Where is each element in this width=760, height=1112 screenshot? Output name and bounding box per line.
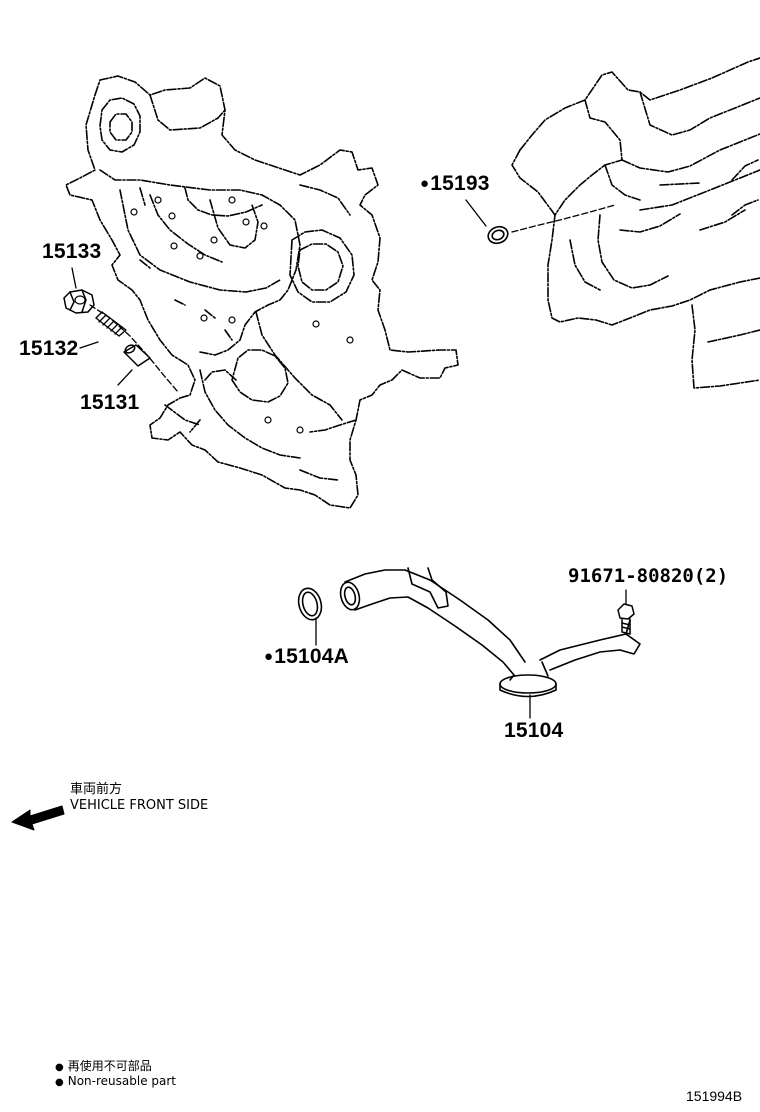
legend-text-jp: 再使用不可部品 bbox=[67, 1059, 152, 1073]
legend-line-jp: ●再使用不可部品 bbox=[55, 1057, 152, 1074]
relief-valve-spring-15132-drawing bbox=[95, 311, 127, 337]
vehicle-front-arrow-icon bbox=[11, 805, 65, 831]
part-number-15133: 15133 bbox=[42, 240, 102, 263]
cylinder-block-drawing bbox=[511, 57, 760, 389]
legend-bullet-icon: ● bbox=[55, 1062, 64, 1073]
oil-strainer-15104-drawing bbox=[339, 567, 641, 698]
part-number-91671-80820: 91671-80820(2) bbox=[568, 565, 729, 587]
figure-number: 151994B bbox=[686, 1088, 743, 1104]
legend-bullet-icon: ● bbox=[55, 1077, 64, 1088]
o-ring-15104A-drawing bbox=[297, 587, 323, 621]
relief-valve-15131-drawing bbox=[123, 344, 151, 367]
part-number-15104A: 15104A bbox=[264, 645, 349, 669]
legend-text-en: Non-reusable part bbox=[67, 1074, 177, 1088]
timing-cover-drawing bbox=[65, 75, 459, 509]
leader-lines bbox=[71, 199, 627, 719]
part-number-15193: 15193 bbox=[420, 172, 490, 196]
timing-cover-holes bbox=[130, 196, 354, 434]
part-number-15104: 15104 bbox=[504, 719, 564, 742]
vehicle-front-label-en: VEHICLE FRONT SIDE bbox=[70, 798, 209, 813]
vehicle-front-label-jp: 車両前方 bbox=[70, 782, 123, 797]
part-number-15131: 15131 bbox=[80, 391, 140, 414]
relief-valve-plug-15133-drawing bbox=[63, 289, 95, 314]
bolt-91671-drawing bbox=[617, 603, 635, 635]
oil-seal-15193-drawing bbox=[487, 225, 509, 245]
part-number-15132: 15132 bbox=[19, 337, 79, 360]
legend-line-en: ●Non-reusable part bbox=[55, 1074, 176, 1088]
